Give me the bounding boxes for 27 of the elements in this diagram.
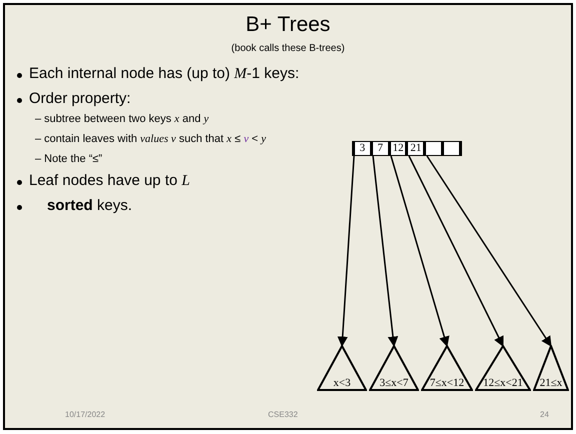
key-node: [352, 141, 462, 156]
key-text: 7: [372, 142, 388, 155]
subtree-triangle: 3≤x<7: [369, 345, 419, 391]
subtree-triangle: 7≤x<12: [421, 345, 473, 391]
subtree-triangle: 12≤x<21: [475, 345, 531, 391]
arrow: [390, 156, 450, 347]
subtitle: (book calls these B-trees): [230, 43, 346, 54]
arrow: [408, 156, 504, 347]
bullet-text: Each internal node has (up to) M-1 keys:: [29, 65, 300, 83]
sub-bullet-text: – contain leaves with values v such that x ≤ v < y: [35, 133, 266, 145]
page-number: 24: [540, 410, 549, 419]
slide-title: B+ Trees: [244, 13, 332, 37]
bullet-text: Leaf nodes have up to L: [29, 172, 190, 190]
bullet-text: sorted keys.: [47, 197, 132, 214]
footer-course: CSE332: [268, 410, 298, 419]
subtree-triangle: 21≤x: [533, 345, 569, 391]
key-text: 21: [408, 142, 424, 155]
arrow: [426, 156, 552, 347]
footer-date: 10/17/2022: [65, 410, 106, 419]
sub-bullet-text: – Note the “≤”: [35, 153, 102, 165]
sub-bullet-text: – subtree between two keys x and y: [35, 113, 209, 125]
arrow: [372, 156, 398, 348]
subtree-triangle: x<3: [317, 345, 367, 391]
key-text: 12: [390, 142, 406, 155]
bullet-text: Order property:: [29, 90, 131, 107]
key-text: 3: [355, 142, 370, 155]
arrow: [337, 156, 355, 348]
